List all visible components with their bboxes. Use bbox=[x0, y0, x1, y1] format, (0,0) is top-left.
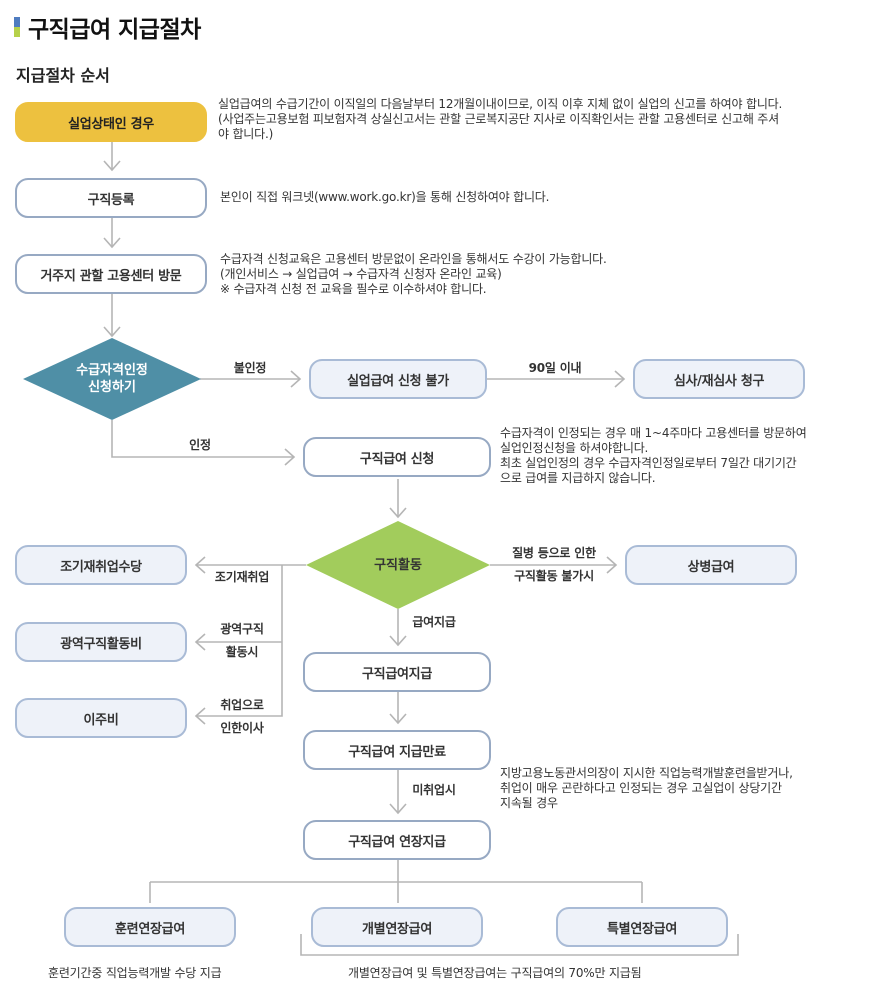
step-visit-center[interactable]: 거주지 관할 고용센터 방문 bbox=[15, 254, 207, 294]
step-apply[interactable]: 구직급여 신청 bbox=[303, 437, 491, 477]
step-job-registration[interactable]: 구직등록 bbox=[15, 178, 207, 218]
note-training: 훈련기간중 직업능력개발 수당 지급 bbox=[48, 966, 222, 980]
label-not-employed: 미취업시 bbox=[412, 783, 456, 797]
page-title: 구직급여 지급절차 bbox=[14, 10, 201, 44]
step-special-extension[interactable]: 특별연장급여 bbox=[556, 907, 728, 947]
step-not-allowed[interactable]: 실업급여 신청 불가 bbox=[309, 359, 487, 399]
desc-job-registration: 본인이 직접 워크넷(www.work.go.kr)을 통해 신청하여야 합니다… bbox=[220, 190, 550, 204]
step-training-extension[interactable]: 훈련연장급여 bbox=[64, 907, 236, 947]
step-wide-area[interactable]: 광역구직활동비 bbox=[15, 622, 187, 662]
eligibility-label[interactable]: 수급자격인정 신청하기 bbox=[76, 363, 148, 395]
desc-visit-center: 수급자격 신청교육은 고용센터 방문없이 온라인을 통해서도 수강이 가능합니다… bbox=[220, 252, 607, 296]
label-wide-area: 광역구직 활동시 bbox=[220, 622, 264, 659]
step-payment-end[interactable]: 구직급여 지급만료 bbox=[303, 730, 491, 770]
step-extension[interactable]: 구직급여 연장지급 bbox=[303, 820, 491, 860]
label-pay: 급여지급 bbox=[412, 615, 456, 629]
step-unemployed[interactable]: 실업상태인 경우 bbox=[15, 102, 207, 142]
step-payment[interactable]: 구직급여지급 bbox=[303, 652, 491, 692]
label-early-reemploy: 조기재취업 bbox=[214, 570, 270, 584]
label-disapproved: 불인정 bbox=[233, 361, 267, 375]
step-review-request[interactable]: 심사/재심사 청구 bbox=[633, 359, 805, 399]
label-move: 취업으로 인한이사 bbox=[220, 698, 264, 735]
job-search-diamond[interactable] bbox=[306, 521, 490, 609]
label-sickness: 질병 등으로 인한 구직활동 불가시 bbox=[512, 546, 596, 583]
note-individual-special: 개별연장급여 및 특별연장급여는 구직급여의 70%만 지급됨 bbox=[348, 966, 642, 980]
desc-apply: 수급자격이 인정되는 경우 매 1~4주마다 고용센터를 방문하여 실업인정신청… bbox=[500, 426, 807, 485]
desc-extension: 지방고용노동관서의장이 지시한 직업능력개발훈련을받거나, 취업이 매우 곤란하… bbox=[500, 766, 793, 810]
section-title: 지급절차 순서 bbox=[16, 66, 110, 85]
job-search-label[interactable]: 구직활동 bbox=[374, 557, 422, 573]
step-early-reemployment[interactable]: 조기재취업수당 bbox=[15, 545, 187, 585]
step-individual-extension[interactable]: 개별연장급여 bbox=[311, 907, 483, 947]
label-within-90: 90일 이내 bbox=[528, 361, 582, 375]
eligibility-diamond[interactable] bbox=[23, 338, 201, 420]
title-marker bbox=[14, 17, 20, 37]
label-approved: 인정 bbox=[189, 438, 211, 452]
desc-unemployed: 실업급여의 수급기간이 이직일의 다음날부터 12개월이내이므로, 이직 이후 … bbox=[218, 97, 783, 141]
step-sickness[interactable]: 상병급여 bbox=[625, 545, 797, 585]
step-relocation[interactable]: 이주비 bbox=[15, 698, 187, 738]
